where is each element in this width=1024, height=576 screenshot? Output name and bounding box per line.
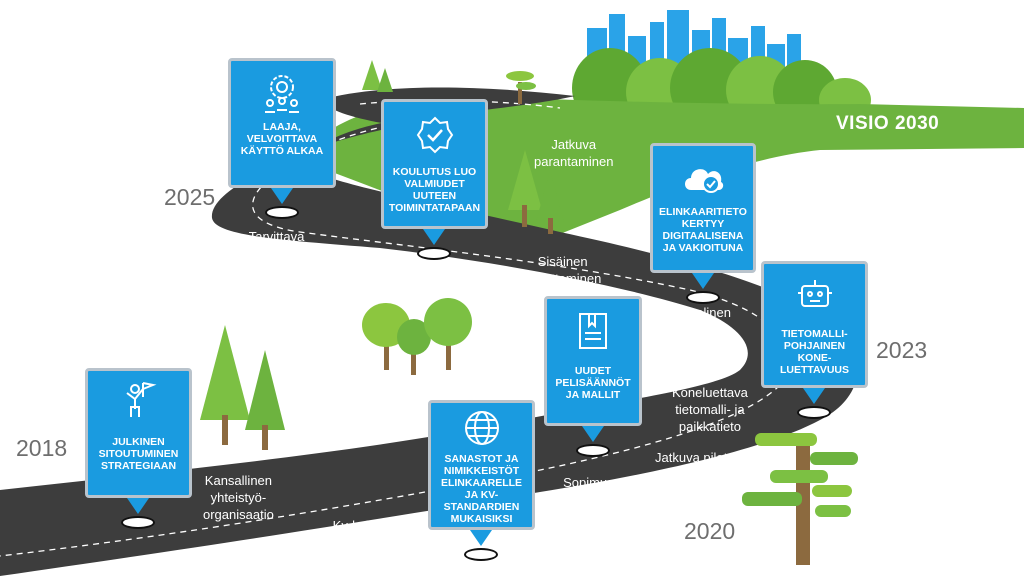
milestone-label-strategy: JULKINEN SITOUTUMINEN STRATEGIAAN (98, 436, 179, 472)
round-trees (362, 298, 472, 375)
milestone-card-rules: UUDET PELISÄÄNNÖT JA MALLIT (544, 296, 642, 426)
milestone-pin (686, 291, 720, 304)
vision-title: VISIO 2030 (836, 113, 940, 134)
road (0, 87, 858, 576)
milestone-card-machine-readability: TIETOMALLI-POHJAINEN KONE-LUETTAVUUS (761, 261, 868, 388)
milestone-label-vocabularies: SANASTOT JA NIMIKKEISTÖT ELINKAARELLE JA… (440, 453, 523, 525)
milestone-pointer (692, 273, 714, 289)
milestone-label-machine-readability: TIETOMALLI-POHJAINEN KONE-LUETTAVUUS (779, 328, 850, 376)
milestone-pointer (470, 530, 492, 546)
year-2023: 2023 (876, 337, 928, 363)
milestone-pin (265, 206, 299, 219)
milestone-card-vocabularies: SANASTOT JA NIMIKKEISTÖT ELINKAARELLE JA… (428, 400, 535, 530)
milestone-label-lifecycle: ELINKAARITIETO KERTYY DIGITAALISENA JA V… (659, 206, 747, 254)
year-2018: 2018 (16, 435, 68, 461)
note-product-info: Tuotetieto (683, 350, 741, 365)
milestone-label-rules: UUDET PELISÄÄNNÖT JA MALLIT (555, 365, 631, 401)
milestone-card-strategy: JULKINEN SITOUTUMINEN STRATEGIAAN (85, 368, 192, 498)
milestone-pointer (803, 388, 825, 404)
milestone-pointer (582, 426, 604, 442)
pine-trees-left (200, 325, 285, 450)
note-continuous-piloting: Jatkuva pilotointi (655, 450, 752, 465)
pine-trees-middle (508, 150, 564, 234)
milestone-pin (417, 247, 451, 260)
badge-check-icon (416, 116, 453, 154)
milestone-label-training: KOULUTUS LUO VALMIUDET UUTEEN TOIMINTATA… (388, 166, 481, 214)
milestone-pin (121, 516, 155, 529)
cloud-check-icon (685, 169, 724, 193)
person-flag-icon (125, 382, 156, 417)
milestone-pin (576, 444, 610, 457)
milestone-pin (464, 548, 498, 561)
milestone-pin (797, 406, 831, 419)
pine-trees-top (362, 60, 393, 92)
year-2025: 2025 (164, 184, 216, 210)
gear-people-icon (265, 75, 299, 113)
milestone-pointer (423, 229, 445, 245)
robot-icon (797, 280, 832, 307)
year-2020: 2020 (684, 518, 736, 544)
milestone-card-lifecycle: ELINKAARITIETO KERTYY DIGITAALISENA JA V… (650, 143, 756, 273)
milestone-card-wide-use: LAAJA, VELVOITTAVA KÄYTTÖ ALKAA (228, 58, 336, 188)
small-tree-top (506, 71, 536, 104)
globe-icon (464, 411, 499, 445)
milestone-pointer (127, 498, 149, 514)
milestone-label-wide-use: LAAJA, VELVOITTAVA KÄYTTÖ ALKAA (240, 121, 324, 157)
milestone-pointer (271, 188, 293, 204)
note-international-dev: Kv-kehitys =Suomen kehitys (322, 518, 415, 550)
layered-tree-right (742, 433, 858, 565)
milestone-card-training: KOULUTUS LUO VALMIUDET UUTEEN TOIMINTATA… (381, 99, 488, 229)
book-icon (579, 313, 607, 349)
